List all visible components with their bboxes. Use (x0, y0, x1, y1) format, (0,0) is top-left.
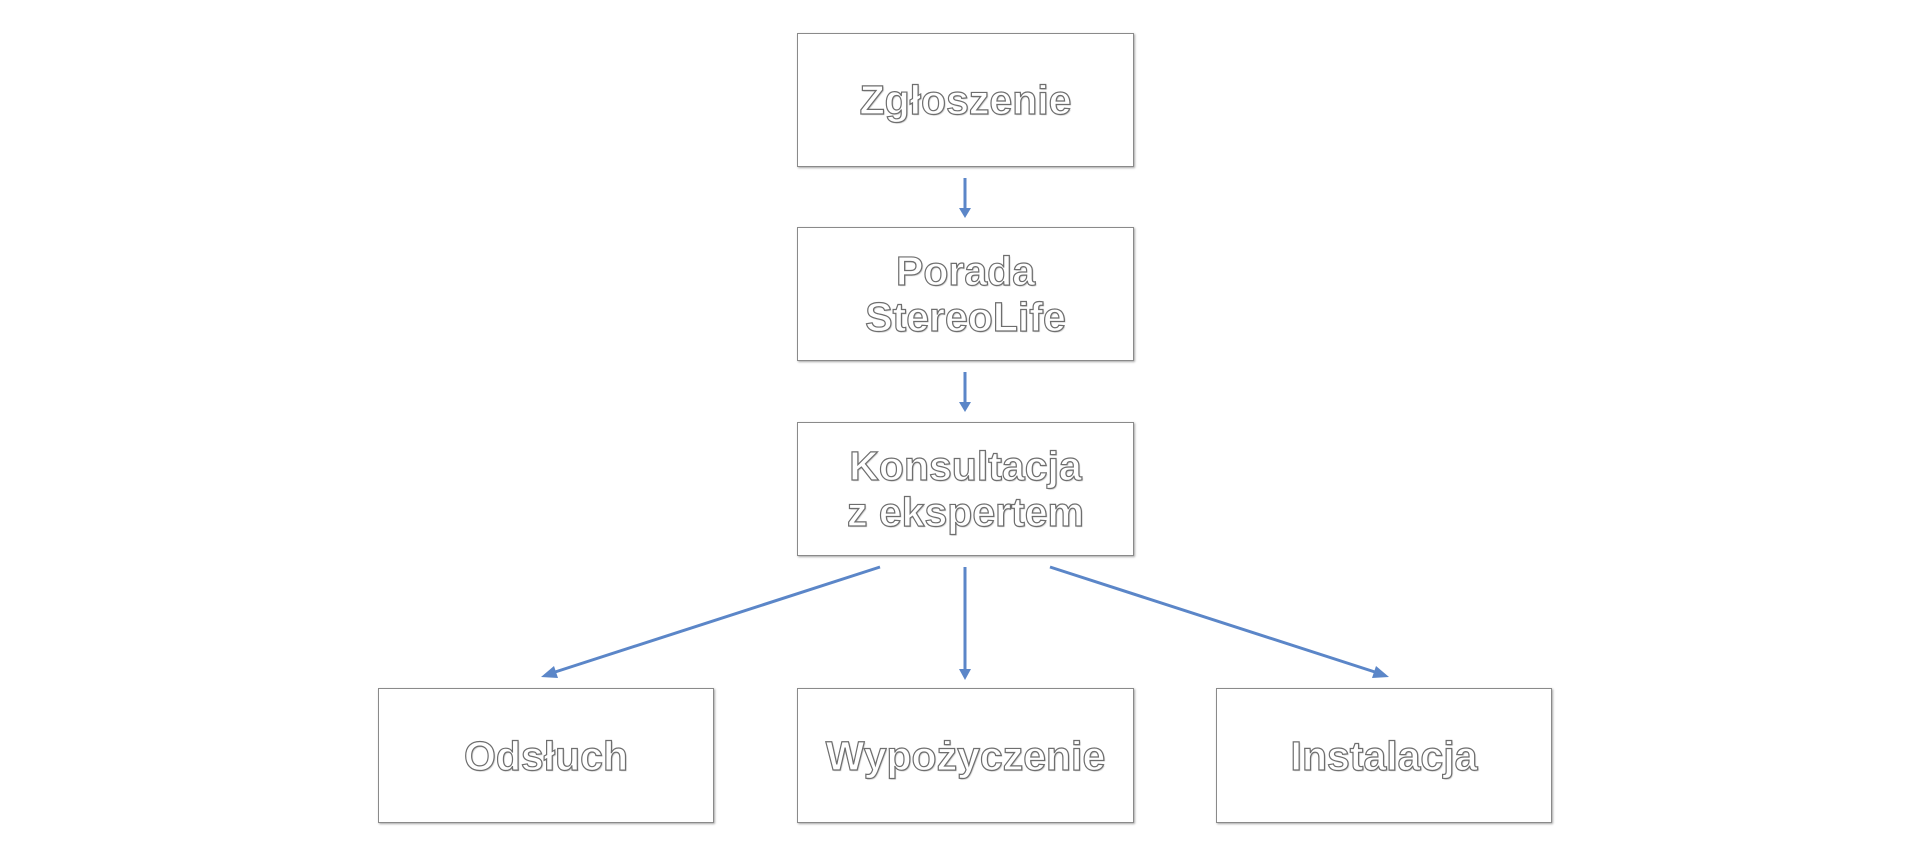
arrow-konsultacja-odsluch (541, 565, 881, 678)
node-konsultacja-label: Konsultacja z ekspertem (846, 442, 1084, 535)
arrow-konsultacja-wypozyczenie (959, 567, 971, 680)
node-instalacja-label: Instalacja (1290, 732, 1478, 779)
arrow-porada-konsultacja (959, 372, 971, 412)
node-porada-stereolife: Porada StereoLife (797, 227, 1134, 361)
arrow-zgloszenie-porada (959, 178, 971, 218)
node-odsluch-label: Odsłuch (463, 732, 629, 779)
node-zgloszenie: Zgłoszenie (797, 33, 1134, 167)
arrow-konsultacja-instalacja (1049, 565, 1389, 678)
node-wypozyczenie-label: Wypożyczenie (825, 732, 1106, 779)
node-wypozyczenie: Wypożyczenie (797, 688, 1134, 823)
node-konsultacja: Konsultacja z ekspertem (797, 422, 1134, 556)
node-zgloszenie-label: Zgłoszenie (859, 76, 1072, 123)
node-porada-label: Porada StereoLife (865, 247, 1067, 340)
node-instalacja: Instalacja (1216, 688, 1552, 823)
node-odsluch: Odsłuch (378, 688, 714, 823)
